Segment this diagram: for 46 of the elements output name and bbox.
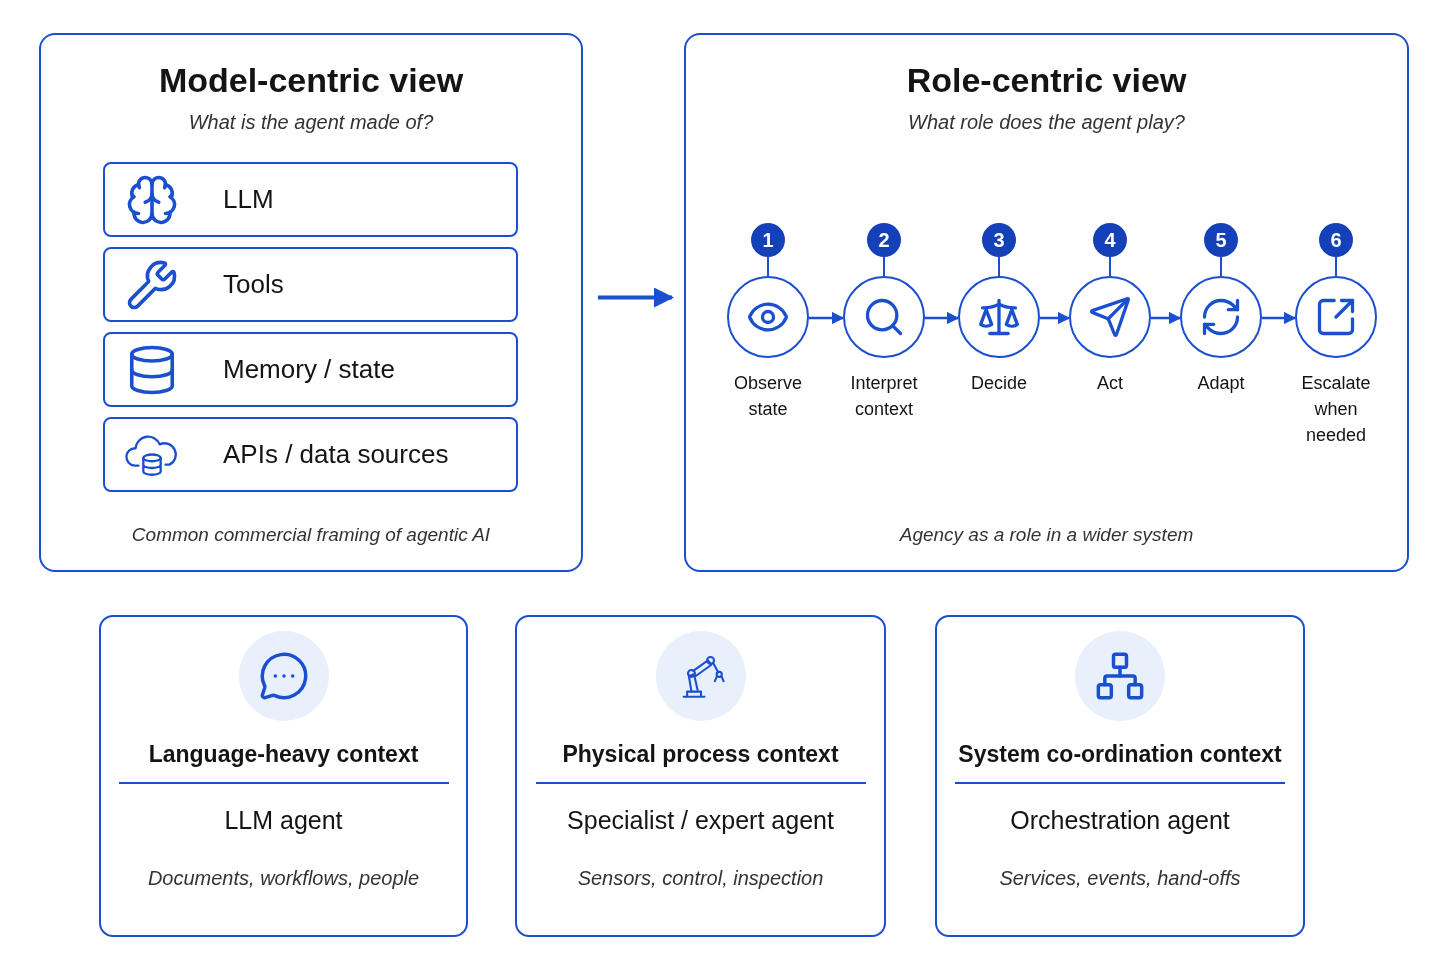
arrow <box>925 311 960 325</box>
component-label: Memory / state <box>223 354 395 385</box>
agent-type: LLM agent <box>224 806 343 835</box>
component-label: Tools <box>223 269 284 300</box>
component-box <box>103 162 518 237</box>
step-label: Act <box>1097 372 1123 395</box>
card-note: Services, events, hand-offs <box>999 867 1241 890</box>
component-box <box>103 247 518 322</box>
card-title: Physical process context <box>562 741 839 768</box>
component-box <box>103 417 518 492</box>
arrow <box>809 311 845 325</box>
panel-subtitle: What role does the agent play? <box>907 111 1186 134</box>
step-label: Decide <box>971 372 1027 395</box>
arrow <box>1040 311 1071 325</box>
step-label: Interpret context <box>849 372 919 421</box>
step-number-badge: 1 <box>751 223 785 257</box>
step-label: Observe state <box>733 372 803 421</box>
arrow <box>1262 311 1297 325</box>
card-note: Documents, workflows, people <box>147 867 420 890</box>
view-panel <box>684 33 1409 572</box>
step-label: Escalate when needed <box>1300 372 1372 447</box>
arrow <box>598 287 674 308</box>
step-label: Adapt <box>1197 372 1245 395</box>
panel-title: Model-centric view <box>157 61 465 100</box>
card-note: Sensors, control, inspection <box>577 867 824 890</box>
component-label: APIs / data sources <box>223 439 449 470</box>
panel-footnote: Agency as a role in a wider system <box>898 524 1195 546</box>
panel-subtitle: What is the agent made of? <box>187 111 435 134</box>
panel-footnote: Common commercial framing of agentic AI <box>130 524 492 546</box>
context-card <box>515 615 886 937</box>
step-number-badge: 4 <box>1093 223 1127 257</box>
view-panel <box>39 33 583 572</box>
step-number-badge: 5 <box>1204 223 1238 257</box>
context-card <box>935 615 1305 937</box>
card-title: Language-heavy context <box>148 741 419 768</box>
agent-type: Specialist / expert agent <box>567 806 834 835</box>
step-number-badge: 2 <box>867 223 901 257</box>
step-number-badge: 6 <box>1319 223 1353 257</box>
arrow <box>1151 311 1182 325</box>
card-title: System co-ordination context <box>958 741 1282 768</box>
component-label: LLM <box>223 184 274 215</box>
step-number-badge: 3 <box>982 223 1016 257</box>
agent-type: Orchestration agent <box>1010 806 1230 835</box>
component-box <box>103 332 518 407</box>
context-card <box>99 615 468 937</box>
panel-title: Role-centric view <box>905 61 1188 100</box>
